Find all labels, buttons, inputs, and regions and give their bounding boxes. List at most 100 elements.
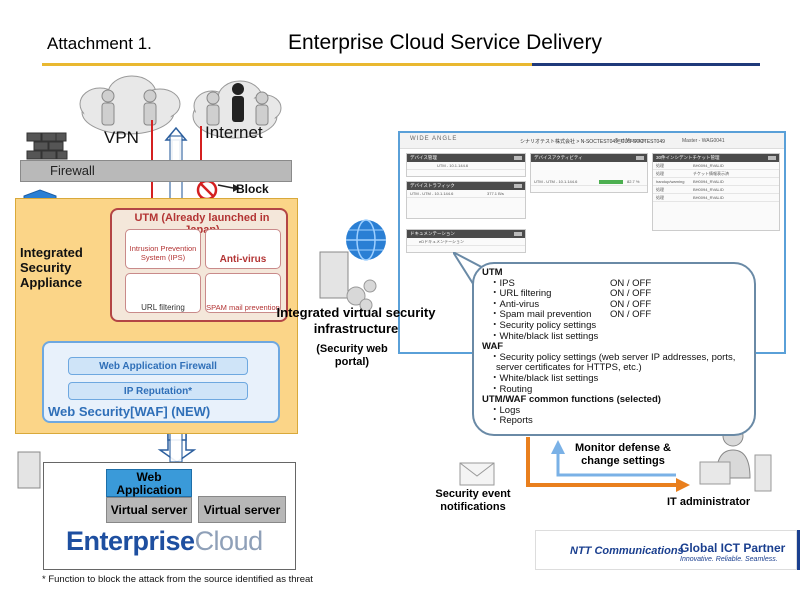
logo-cloud: Cloud	[194, 526, 264, 556]
item-label: ・White/black list settings	[490, 330, 599, 342]
infrastructure-label: Integrated virtual security infrastructu…	[276, 305, 436, 336]
waf-item: ・Security policy settings (web server IP…	[490, 351, 736, 363]
monitor-label: Monitor defense & change settings	[575, 442, 671, 467]
ticket-row[interactable]: 処理 BH0094_RVALID	[653, 186, 779, 194]
ticket-id: チケット情報表示済	[693, 171, 729, 176]
virtual-server-2: Virtual server	[198, 496, 286, 523]
ticket-status: handup/warning	[656, 179, 685, 184]
utm-ips: Intrusion Prevention System (IPS)	[125, 229, 201, 269]
item-label: ・IPS	[490, 277, 515, 289]
activity-device: UTM - UTM - 10.1.144.6	[534, 179, 578, 184]
portal-user[interactable]: Master - WAG0041	[682, 138, 725, 144]
firewall-label: Firewall	[50, 163, 95, 178]
portal-label: (Security web portal)	[316, 343, 388, 368]
page-title: Enterprise Cloud Service Delivery	[288, 31, 602, 54]
it-admin-label: IT administrator	[667, 496, 751, 508]
server-icon	[17, 251, 349, 489]
waf-ip-reputation: IP Reputation*	[68, 382, 248, 400]
panel-documents-header: ドキュメンテーション	[407, 230, 525, 238]
panel-incident-tickets-header: 30件インシデントチケット管理	[653, 154, 779, 162]
partner-banner	[535, 530, 797, 570]
panel-device-traffic: デバイストラフィック UTM - UTM - 10.1.144.6 377.1 …	[406, 181, 526, 219]
utm-item-policy: ・Security policy settings	[482, 319, 752, 332]
ticket-id: BH0094_RVALID	[693, 195, 724, 200]
onoff-toggle[interactable]: ON / OFF	[610, 309, 652, 321]
utm-antivirus: Anti-virus	[205, 229, 281, 269]
traffic-row[interactable]: UTM - UTM - 10.1.144.6 377.1 B/s	[407, 190, 525, 198]
panel-device-activity-header: デバイスアクティビティ	[531, 154, 647, 162]
portal-heading: シナリオテスト株式会社 > N-SOCTEST049_CUS-SOCTEST04…	[520, 139, 665, 145]
globe-icon	[346, 219, 386, 261]
onoff-toggle[interactable]: ON / OFF	[610, 298, 652, 310]
attachment-label: Attachment 1.	[47, 34, 152, 53]
monitor-arrow	[551, 440, 676, 477]
waf-title: Web Security[WAF] (NEW)	[48, 404, 211, 419]
portal-topbar: WIDE ANGLE シナリオテスト株式会社 > N-SOCTEST049_CU…	[400, 133, 784, 149]
header-divider-navy	[532, 63, 760, 66]
waf-item: ・White/black list settings	[490, 372, 599, 384]
internet-label: Internet	[205, 123, 263, 142]
activity-row[interactable]: UTM - UTM - 10.1.144.6 82.7 %	[531, 178, 647, 186]
internet-users-icon	[206, 83, 269, 126]
common-item: ・Reports	[490, 415, 533, 427]
device-row[interactable]: UTM - 10.1.144.6	[407, 162, 525, 170]
header-divider-gold	[42, 63, 532, 66]
utm-spam-prevention: SPAM mail prevention	[205, 273, 281, 313]
item-label: ・URL filtering	[490, 288, 552, 300]
utm-heading: UTM	[482, 267, 503, 278]
doc-row[interactable]: eDドキュメンテーション	[407, 238, 525, 246]
utm-url-filtering: URL filtering	[125, 273, 201, 313]
common-heading: UTM/WAF common functions (selected)	[482, 394, 661, 406]
ticket-id: BH0094_RVALID	[693, 187, 724, 192]
panel-device-traffic-header: デバイストラフィック	[407, 182, 525, 190]
block-label: Block	[236, 182, 269, 196]
security-portal-screenshot: WIDE ANGLE シナリオテスト株式会社 > N-SOCTEST049_CU…	[398, 131, 786, 354]
enterprise-cloud-logo: EnterpriseCloud	[66, 526, 263, 557]
traffic-value: 377.1 B/s	[487, 191, 504, 196]
activity-value: 82.7 %	[627, 179, 640, 184]
traffic-device: UTM - UTM - 10.1.144.6	[410, 191, 454, 196]
footnote: * Function to block the attack from the …	[42, 574, 313, 585]
panel-documents: ドキュメンテーション eDドキュメンテーション	[406, 229, 526, 253]
item-label: ・Spam mail prevention	[490, 309, 592, 321]
ticket-row[interactable]: handup/warning BH0094_RVALID	[653, 178, 779, 186]
panel-device-mgmt-header: デバイス管理	[407, 154, 525, 162]
panel-device-activity: デバイスアクティビティ UTM - UTM - 10.1.144.6 82.7 …	[530, 153, 648, 193]
onoff-toggle[interactable]: ON / OFF	[610, 288, 652, 300]
vpn-users-icon	[101, 89, 157, 126]
ticket-id: BH0094_RVALID	[693, 179, 724, 184]
common-item: ・Logs	[490, 404, 521, 416]
waf-item: ・Routing	[490, 383, 533, 395]
portal-test-message[interactable]: Test Message	[615, 138, 646, 144]
utm-item-whitelist: ・White/black list settings	[482, 330, 752, 343]
web-application-box: Web Application	[106, 469, 192, 497]
appliance-label: Integrated Security Appliance	[20, 245, 83, 290]
ticket-status: 処理	[656, 187, 664, 192]
notification-arrow	[526, 437, 690, 492]
vpn-cloud-icon	[79, 75, 181, 135]
ticket-status: 処理	[656, 171, 664, 176]
ticket-row[interactable]: 処理 チケット情報表示済	[653, 170, 779, 178]
gear-icon	[346, 279, 377, 312]
waf-item: server certificates for HTTPS, etc.)	[496, 362, 642, 374]
utm-item-ips: ・IPS ON / OFF	[482, 277, 752, 290]
ticket-id: BH0094_RVALID	[693, 163, 724, 168]
panel-incident-tickets: 30件インシデントチケット管理 処理 BH0094_RVALID 処理 チケット情報…	[652, 153, 780, 231]
waf-heading: WAF	[482, 341, 504, 353]
utm-item-spam: ・Spam mail prevention ON / OFF	[482, 310, 752, 321]
settings-bubble	[472, 262, 756, 436]
activity-bar	[599, 180, 623, 184]
ntt-name: NTT Communications	[570, 545, 684, 557]
vpn-label: VPN	[104, 128, 139, 147]
mail-icon	[459, 462, 495, 486]
item-label: ・Security policy settings	[490, 319, 597, 331]
ticket-status: 処理	[656, 195, 664, 200]
waf-web-application-firewall: Web Application Firewall	[68, 357, 248, 375]
block-sign-icon	[196, 179, 218, 201]
ticket-row[interactable]: 処理 BH0094_RVALID	[653, 194, 779, 202]
onoff-toggle[interactable]: ON / OFF	[610, 277, 652, 289]
ntt-slogan: Global ICT Partner	[680, 541, 786, 555]
